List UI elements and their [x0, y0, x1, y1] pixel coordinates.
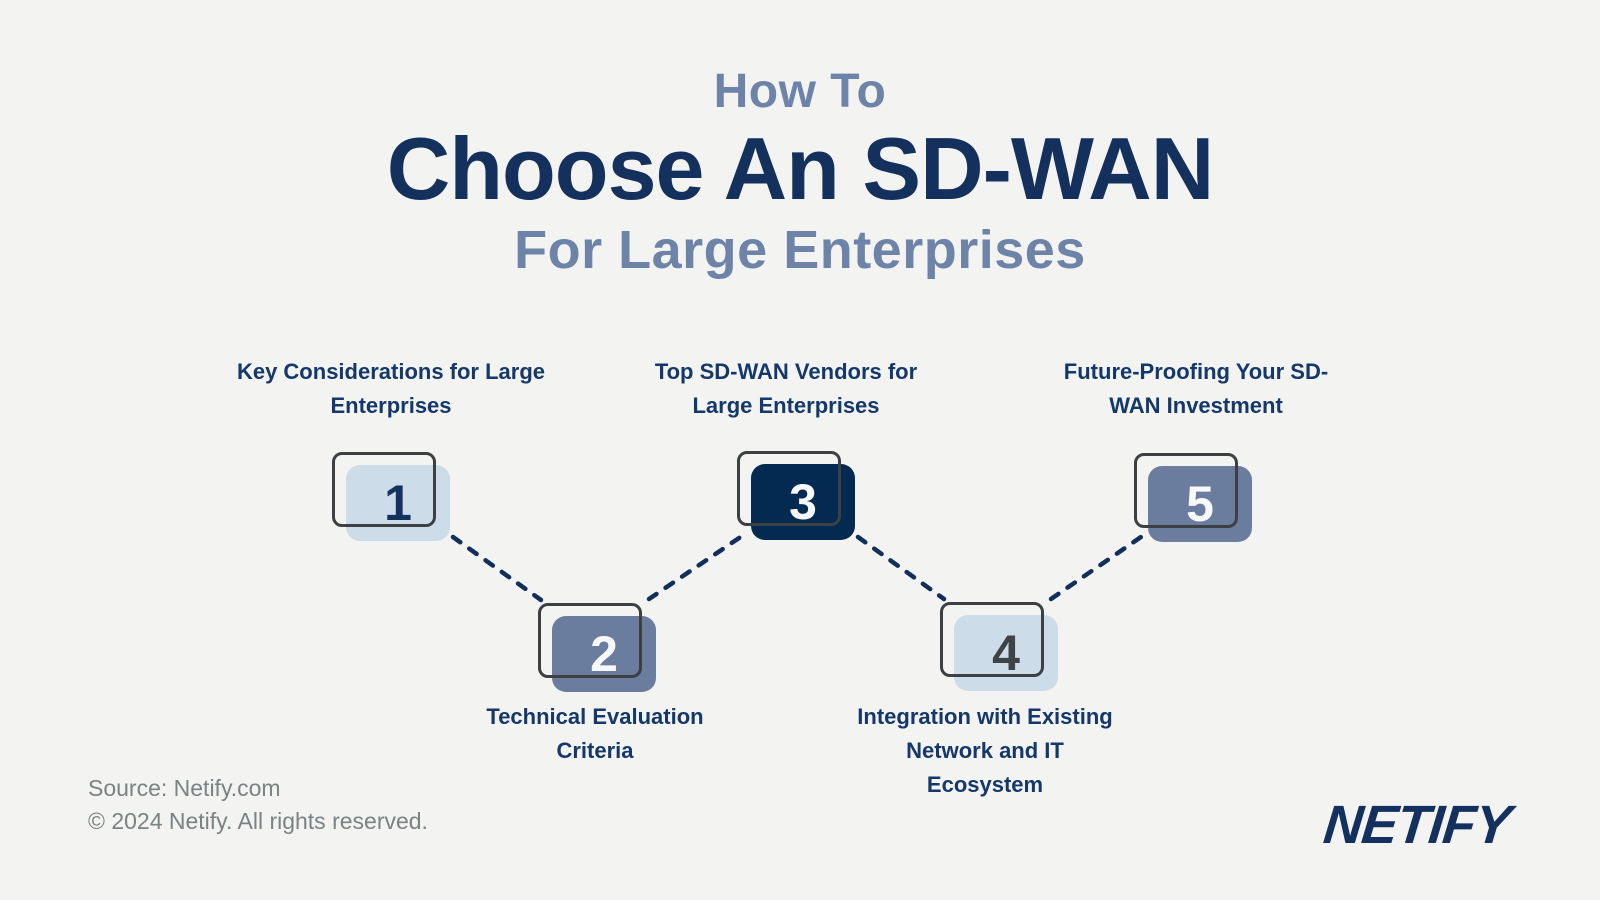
step-4-number: 4: [992, 624, 1020, 681]
title-subtitle: For Large Enterprises: [514, 220, 1086, 281]
step-5-outline: [1134, 453, 1238, 528]
netify-logo: NETIFY: [1320, 795, 1514, 855]
step-3-shape: 3: [737, 451, 855, 540]
step-4-label: Integration with Existing Network and IT…: [857, 704, 1113, 797]
title-kicker: How To: [713, 65, 887, 118]
step-5-label: Future-Proofing Your SD- WAN Investment: [1063, 359, 1329, 418]
source-text: Source: Netify.com: [88, 775, 281, 801]
step-1-shape: 1: [332, 452, 450, 541]
copyright-text: © 2024 Netify. All rights reserved.: [88, 808, 428, 834]
connector-4-5: [1048, 534, 1144, 602]
step-5-fill: [1148, 466, 1252, 542]
connector-3-4: [855, 534, 947, 602]
step-2-label: Technical Evaluation Criteria: [486, 704, 704, 763]
step-3-fill: [751, 464, 855, 540]
step-5-number: 5: [1186, 475, 1214, 532]
connector-2-3: [646, 533, 745, 602]
step-4-shape: 4: [940, 602, 1058, 691]
step-5-shape: 5: [1134, 453, 1252, 542]
step-3-label: Top SD-WAN Vendors for Large Enterprises: [654, 359, 918, 418]
footer-credits: Source: Netify.com © 2024 Netify. All ri…: [88, 772, 428, 838]
connector-1-2: [450, 534, 544, 603]
step-4-outline: [940, 602, 1044, 677]
step-3-outline: [737, 451, 841, 526]
step-1-fill: [346, 465, 450, 541]
title-block: How To Choose An SD-WAN For Large Enterp…: [0, 64, 1600, 285]
step-2-outline: [538, 603, 642, 678]
step-1-outline: [332, 452, 436, 527]
step-2-number: 2: [590, 625, 618, 682]
step-3-number: 3: [789, 473, 817, 530]
step-1-number: 1: [384, 474, 412, 531]
step-1-label: Key Considerations for Large Enterprises: [236, 359, 546, 418]
step-4-fill: [954, 615, 1058, 691]
step-2-shape: 2: [538, 603, 656, 692]
step-2-fill: [552, 616, 656, 692]
page-title: Choose An SD-WAN: [386, 118, 1215, 218]
